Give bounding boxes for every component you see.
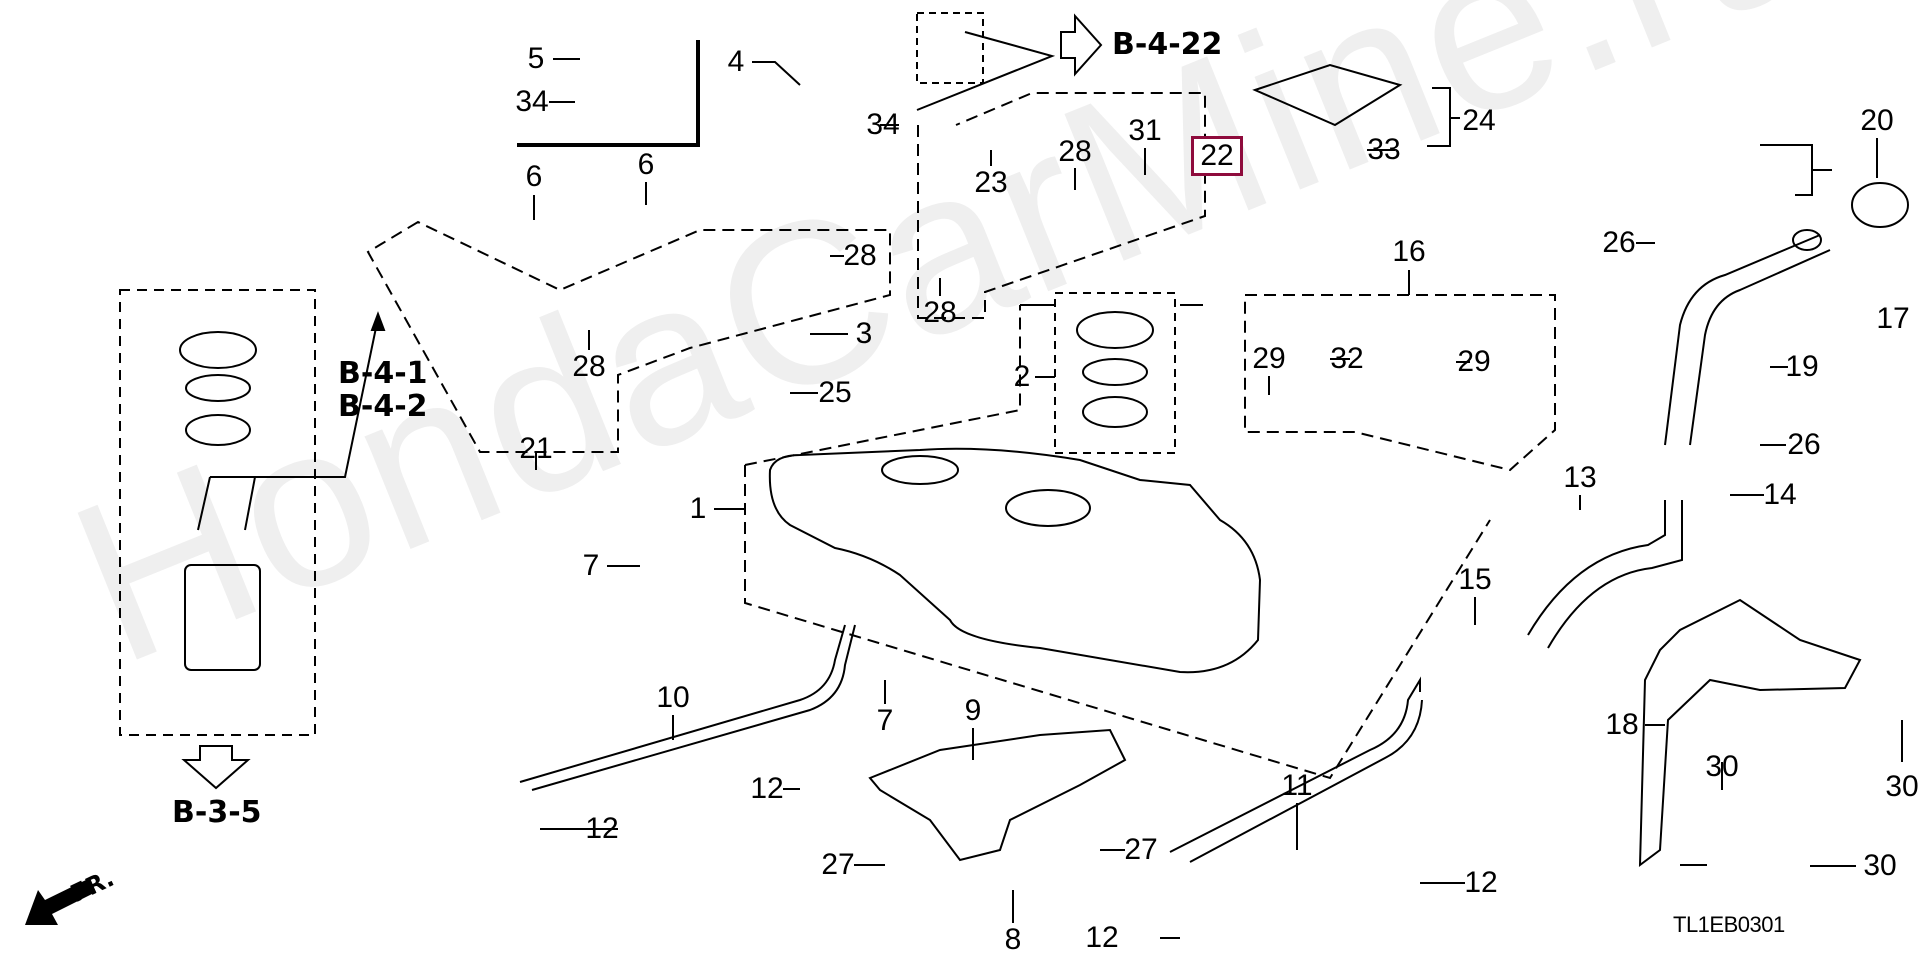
- callout-12[interactable]: 12: [585, 812, 619, 845]
- callout-3[interactable]: 3: [855, 317, 873, 350]
- front-direction-arrow-icon: [25, 878, 96, 925]
- callout-23[interactable]: 23: [974, 166, 1008, 199]
- callout-26[interactable]: 26: [1602, 226, 1636, 259]
- callout-32[interactable]: 32: [1330, 342, 1364, 375]
- callout-31[interactable]: 31: [1128, 114, 1162, 147]
- splash-guard-shape: [1638, 598, 1862, 868]
- ref-b-4-2[interactable]: B-4-2: [338, 389, 428, 424]
- b-4-22-arrow-icon: [1060, 13, 1103, 77]
- callout-29[interactable]: 29: [1252, 342, 1286, 375]
- callout-19[interactable]: 19: [1785, 350, 1819, 383]
- callout-27[interactable]: 27: [821, 848, 855, 881]
- callout-28[interactable]: 28: [923, 296, 957, 329]
- heat-shield-9-shape: [868, 728, 1127, 862]
- callout-22-highlighted[interactable]: 22: [1191, 136, 1243, 176]
- callout-12[interactable]: 12: [1464, 866, 1498, 899]
- callout-30[interactable]: 30: [1863, 849, 1897, 882]
- callout-21[interactable]: 21: [519, 432, 553, 465]
- fuel-tank-shape: [768, 447, 1262, 674]
- callout-9[interactable]: 9: [964, 694, 982, 727]
- callout-12[interactable]: 12: [750, 772, 784, 805]
- filler-neck-shape: [1664, 234, 1831, 446]
- strap-10-shape: [519, 624, 856, 791]
- callout-6[interactable]: 6: [525, 160, 543, 193]
- hose-22-frame: [917, 92, 1206, 319]
- callout-17[interactable]: 17: [1876, 302, 1910, 335]
- callout-26[interactable]: 26: [1787, 428, 1821, 461]
- callout-5[interactable]: 5: [527, 42, 545, 75]
- fuel-cap-shape: [1851, 182, 1909, 228]
- callout-24[interactable]: 24: [1462, 104, 1496, 137]
- group-frame-5-34: [517, 40, 700, 147]
- callout-20[interactable]: 20: [1860, 104, 1894, 137]
- arrow-head: [370, 311, 386, 331]
- callout-15[interactable]: 15: [1458, 563, 1492, 596]
- hose-16-frame: [1244, 294, 1556, 472]
- callout-7[interactable]: 7: [582, 549, 600, 582]
- callout-18[interactable]: 18: [1605, 708, 1639, 741]
- strap-11-shape: [1169, 676, 1423, 863]
- callout-14[interactable]: 14: [1763, 478, 1797, 511]
- hose-13-shape: [1527, 500, 1683, 649]
- callout-16[interactable]: 16: [1392, 235, 1426, 268]
- callout-30[interactable]: 30: [1705, 750, 1739, 783]
- callout-8[interactable]: 8: [1004, 923, 1022, 956]
- b-3-5-arrow-icon: [181, 745, 251, 790]
- ref-b-3-5[interactable]: B-3-5: [172, 795, 262, 830]
- tank-frame: [744, 305, 1491, 780]
- callout-27[interactable]: 27: [1124, 833, 1158, 866]
- callout-28[interactable]: 28: [1058, 135, 1092, 168]
- pump-module-frame: [119, 289, 316, 736]
- callout-11[interactable]: 11: [1281, 769, 1313, 802]
- callout-10[interactable]: 10: [656, 681, 690, 714]
- callout-33[interactable]: 33: [1367, 133, 1401, 166]
- callout-6[interactable]: 6: [637, 148, 655, 181]
- callout-34[interactable]: 34: [866, 108, 900, 141]
- callout-29[interactable]: 29: [1457, 345, 1491, 378]
- assembly-2-frame: [1054, 292, 1176, 454]
- callout-28[interactable]: 28: [843, 239, 877, 272]
- callout-4[interactable]: 4: [727, 45, 745, 78]
- callout-34[interactable]: 34: [515, 85, 549, 118]
- callout-25[interactable]: 25: [818, 376, 852, 409]
- ref-b-4-1[interactable]: B-4-1: [338, 356, 428, 391]
- callout-13[interactable]: 13: [1563, 461, 1597, 494]
- callout-1[interactable]: 1: [689, 492, 707, 525]
- callout-7[interactable]: 7: [876, 704, 894, 737]
- sensor-frame: [916, 12, 984, 84]
- fuel-pump-shape: [184, 564, 261, 671]
- diagram-code: TL1EB0301: [1673, 912, 1785, 937]
- ref-b-4-22[interactable]: B-4-22: [1112, 27, 1223, 62]
- cover-24-shape: [1252, 63, 1403, 127]
- hose-21-frame: [366, 220, 891, 453]
- callout-28[interactable]: 28: [572, 350, 606, 383]
- callout-30[interactable]: 30: [1885, 770, 1919, 803]
- callout-12[interactable]: 12: [1085, 921, 1119, 954]
- callout-2[interactable]: 2: [1013, 360, 1031, 393]
